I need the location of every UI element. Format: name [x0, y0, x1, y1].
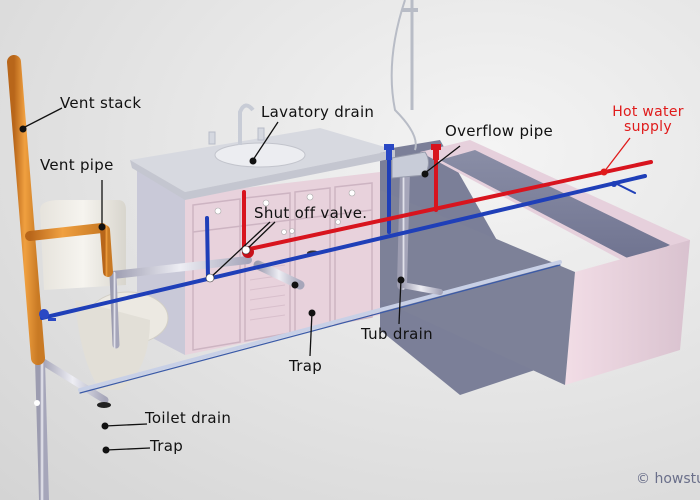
label-shut-off-valve: Shut off valve. — [254, 204, 368, 222]
leader-shut-off-1 — [209, 221, 271, 279]
tub-drain-shoe — [399, 282, 443, 295]
cold-riser-vanity — [205, 216, 210, 280]
hot-main — [243, 160, 653, 252]
vent-pipe-horizontal — [25, 223, 107, 241]
leader-vent-stack — [22, 107, 63, 129]
toilet-drain-opening — [97, 402, 111, 408]
label-hot-water-line2: supply — [624, 119, 672, 135]
tub-basin — [440, 150, 670, 262]
tub-overflow-drop — [397, 165, 410, 290]
cold-end-marker — [611, 181, 617, 187]
vent-drop-chrome — [109, 271, 120, 349]
leader-dots — [19, 125, 429, 454]
cold-tail — [614, 182, 636, 194]
vanity-front — [185, 172, 380, 355]
vertical-drain — [35, 355, 49, 500]
vanity-cabinet — [130, 103, 395, 355]
drawer-knobs — [214, 189, 356, 235]
leader-trap-toilet — [105, 447, 151, 451]
label-trap-toilet: Trap — [150, 437, 184, 455]
tub-front-panel — [565, 240, 690, 385]
leader-trap-vanity — [309, 311, 313, 357]
label-vent-stack: Vent stack — [60, 94, 142, 112]
label-hot-water-supply: Hot water supply — [598, 105, 698, 135]
label-vent-pipe: Vent pipe — [40, 156, 114, 174]
cold-main — [40, 174, 647, 320]
main-drain-line — [36, 356, 109, 404]
shower-fixture — [390, 0, 418, 151]
vent-piping — [7, 55, 113, 365]
leader-toilet-drain — [104, 423, 148, 427]
copyright-notice: © howstu — [636, 471, 700, 487]
sink-basin — [214, 142, 306, 168]
label-lavatory-drain: Lavatory drain — [261, 103, 375, 121]
floor-drain-run — [78, 260, 562, 392]
vent-cleanout-dot — [34, 400, 40, 406]
leader-lavatory-drain — [252, 121, 279, 161]
leader-hot-water — [603, 137, 631, 173]
vanity-tailpiece — [253, 260, 305, 290]
vent-pipe-vertical — [100, 225, 113, 277]
cold-tap-tub — [384, 144, 394, 160]
label-toilet-drain: Toilet drain — [145, 409, 232, 427]
cold-valve-toilet — [39, 309, 56, 321]
faucet — [208, 103, 265, 145]
label-overflow-pipe: Overflow pipe — [445, 122, 554, 140]
label-hot-water-line1: Hot water — [612, 104, 684, 120]
hot-water-dot — [600, 168, 608, 176]
label-trap-vanity: Trap — [289, 357, 323, 375]
shut-off-valve-dots — [205, 245, 251, 283]
floor-drain-run-edge — [79, 264, 561, 394]
drain-piping — [35, 165, 562, 500]
vent-branch-chrome — [109, 256, 252, 279]
leader-shut-off-2 — [244, 221, 276, 252]
vent-stack-pipe — [7, 55, 45, 365]
leader-lines — [22, 107, 461, 451]
leader-tub-drain — [398, 278, 402, 325]
leader-overflow-pipe — [424, 145, 461, 174]
hot-tap-tub — [431, 144, 441, 160]
label-tub-drain: Tub drain — [361, 325, 433, 343]
